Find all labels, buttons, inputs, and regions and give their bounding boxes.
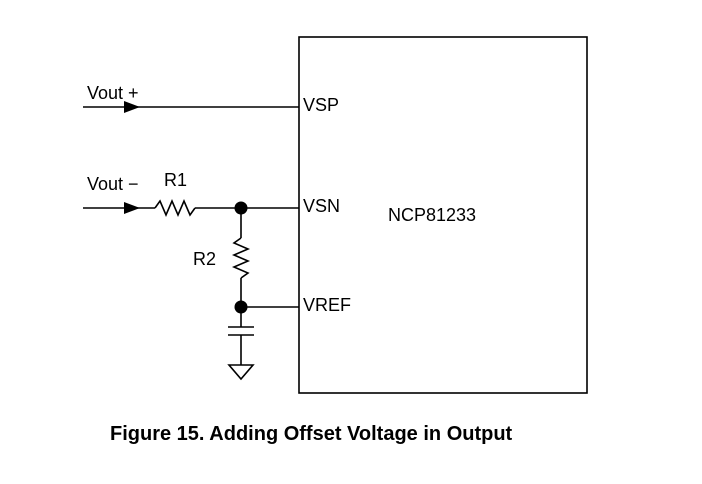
pin-label-vsp: VSP <box>303 95 339 115</box>
resistor-r2-symbol <box>231 237 251 279</box>
figure-caption: Figure 15. Adding Offset Voltage in Outp… <box>110 423 513 445</box>
pin-label-vref: VREF <box>303 295 351 315</box>
ground-icon <box>227 364 255 381</box>
resistor-label-r2: R2 <box>193 249 216 269</box>
ic-part-name: NCP81233 <box>388 205 476 225</box>
input-label-vout-minus: Vout − <box>87 174 139 194</box>
input-label-vout-plus: Vout + <box>87 83 139 103</box>
ic-package-box <box>298 36 588 394</box>
resistor-r1-symbol <box>154 198 196 218</box>
pin-label-vsn: VSN <box>303 196 340 216</box>
arrow-icon-vout-plus <box>124 101 140 113</box>
arrow-icon-vout-minus <box>124 202 140 214</box>
resistor-label-r1: R1 <box>164 170 187 190</box>
